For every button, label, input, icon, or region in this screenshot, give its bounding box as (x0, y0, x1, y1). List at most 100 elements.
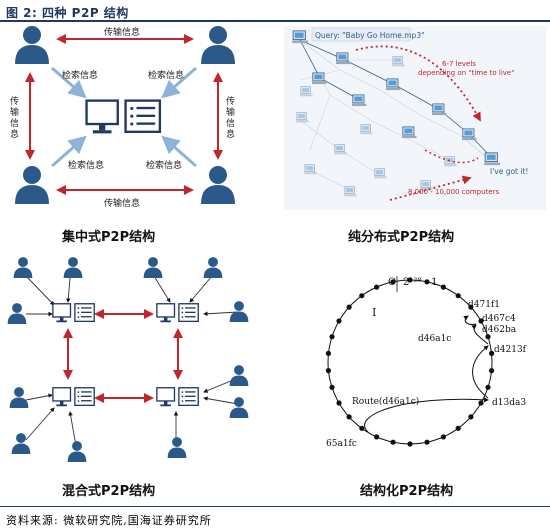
ring-node-dot (478, 400, 484, 406)
pc-icon (300, 86, 313, 97)
caption-centralized: 集中式P2P结构 (62, 230, 156, 245)
pc-icon (432, 103, 447, 116)
ring-node-dot (440, 284, 446, 290)
cursor-mark: I (372, 306, 376, 319)
source-note: 资料来源: 微软研究院,国海证券研究所 (6, 514, 212, 527)
node-label: d13da3 (492, 398, 526, 408)
person-icon (7, 303, 27, 324)
ring-zero-label: O (388, 277, 396, 288)
svg-text:输: 输 (226, 106, 235, 118)
node-label: d471f1 (468, 300, 500, 310)
svg-text:信: 信 (10, 117, 19, 129)
server-icon (156, 387, 199, 407)
query-text: Query: "Baby Go Home.mp3" (315, 31, 425, 40)
ring-dots (325, 277, 495, 447)
ring-node-dot (485, 384, 491, 390)
person-icon (11, 433, 31, 454)
ring-node-dot (390, 439, 396, 445)
ring-node-dot (440, 434, 446, 440)
svg-text:输: 输 (10, 106, 19, 118)
pc-icon (292, 30, 309, 44)
ring-node-dot (329, 334, 335, 340)
ring-node-dot (346, 414, 352, 420)
ring-node-dot (489, 350, 495, 356)
transfer-label-bottom: 传输信息 (104, 197, 140, 209)
transfer-label-left-vertical: 传 输 信 息 (10, 95, 19, 140)
svg-text:息: 息 (226, 128, 235, 140)
ring-node-dot (424, 279, 430, 285)
ring-node-dot (455, 293, 461, 299)
pc-icon (462, 128, 477, 141)
person-icon (167, 437, 187, 458)
person-icon (143, 257, 163, 278)
search-label-tr: 检索信息 (148, 69, 184, 81)
server-icon (52, 387, 95, 407)
panel-centralized: 传输信息 传输信息 检索信息 检索信息 检索信息 检索信息 传 输 信 息 传 … (10, 26, 235, 209)
ring-node-dot (468, 414, 474, 420)
ring-node-dot (359, 425, 365, 431)
person-icon (15, 166, 49, 204)
top-rule (0, 20, 550, 22)
reply-arrow (424, 149, 479, 164)
ring-node-dot (407, 277, 413, 283)
ring-max-label: 2¹²⁸ - 1 (403, 277, 438, 288)
pc-icon (336, 52, 351, 65)
pc-icon (312, 72, 327, 85)
panel-hybrid (7, 257, 249, 462)
route-path-1 (364, 397, 489, 433)
person-icon (63, 257, 83, 278)
computers-arrow (389, 175, 472, 201)
ring-node-dot (336, 400, 342, 406)
svg-text:传: 传 (10, 95, 19, 107)
search-label-br: 检索信息 (146, 159, 182, 171)
levels-arrow (355, 45, 481, 122)
got-it-label: I've got it! (490, 167, 528, 176)
route-path-2 (472, 345, 489, 399)
svg-text:信: 信 (226, 117, 235, 129)
transfer-label-top: 传输信息 (104, 26, 140, 38)
route-path-4 (463, 315, 477, 325)
person-icon (13, 257, 33, 278)
search-label-bl: 检索信息 (68, 159, 104, 171)
ring-node-dot (455, 425, 461, 431)
caption-hybrid: 混合式P2P结构 (62, 484, 156, 499)
svg-text:传: 传 (226, 95, 235, 107)
ring-node-dot (325, 350, 331, 356)
person-icon (201, 26, 235, 64)
ring-node-dot (424, 439, 430, 445)
pc-icon (386, 78, 401, 91)
person-icon (203, 257, 223, 278)
node-label: d467c4 (482, 314, 516, 324)
ring-node-dot (485, 334, 491, 340)
person-icon (201, 166, 235, 204)
pc-icon (402, 126, 417, 139)
figure-title: 图 2: 四种 P2P 结构 (6, 6, 129, 20)
svg-text:息: 息 (10, 128, 19, 140)
server-icon (156, 303, 199, 323)
ring-node-dot (374, 434, 380, 440)
ring-node-dot (325, 368, 331, 374)
pc-icon (352, 94, 367, 107)
levels-label-1: 6-7 levels (442, 60, 476, 68)
ring-node-dot (336, 318, 342, 324)
ring-node-dot (407, 441, 413, 447)
search-label-tl: 检索信息 (62, 69, 98, 81)
ring-node-dot (489, 368, 495, 374)
pc-icon (296, 112, 309, 123)
node-label: d46a1c (418, 334, 451, 344)
server-icon (52, 303, 95, 323)
person-icon (229, 397, 249, 418)
panel-structured: O 2¹²⁸ - 1 I d471f1 d467c4 d462ba d46a1c… (325, 276, 527, 449)
person-icon (229, 301, 249, 322)
node-label: 65a1fc (326, 439, 357, 449)
pc-icon (360, 124, 373, 135)
person-icon (9, 387, 29, 408)
query-box (311, 27, 411, 42)
server-icon (85, 99, 162, 135)
node-label: d4213f (494, 345, 527, 355)
pc-icon (344, 186, 357, 197)
ring-node-dot (478, 318, 484, 324)
levels-label-2: depending on "time to live" (418, 69, 514, 77)
ring-node-dot (468, 304, 474, 310)
